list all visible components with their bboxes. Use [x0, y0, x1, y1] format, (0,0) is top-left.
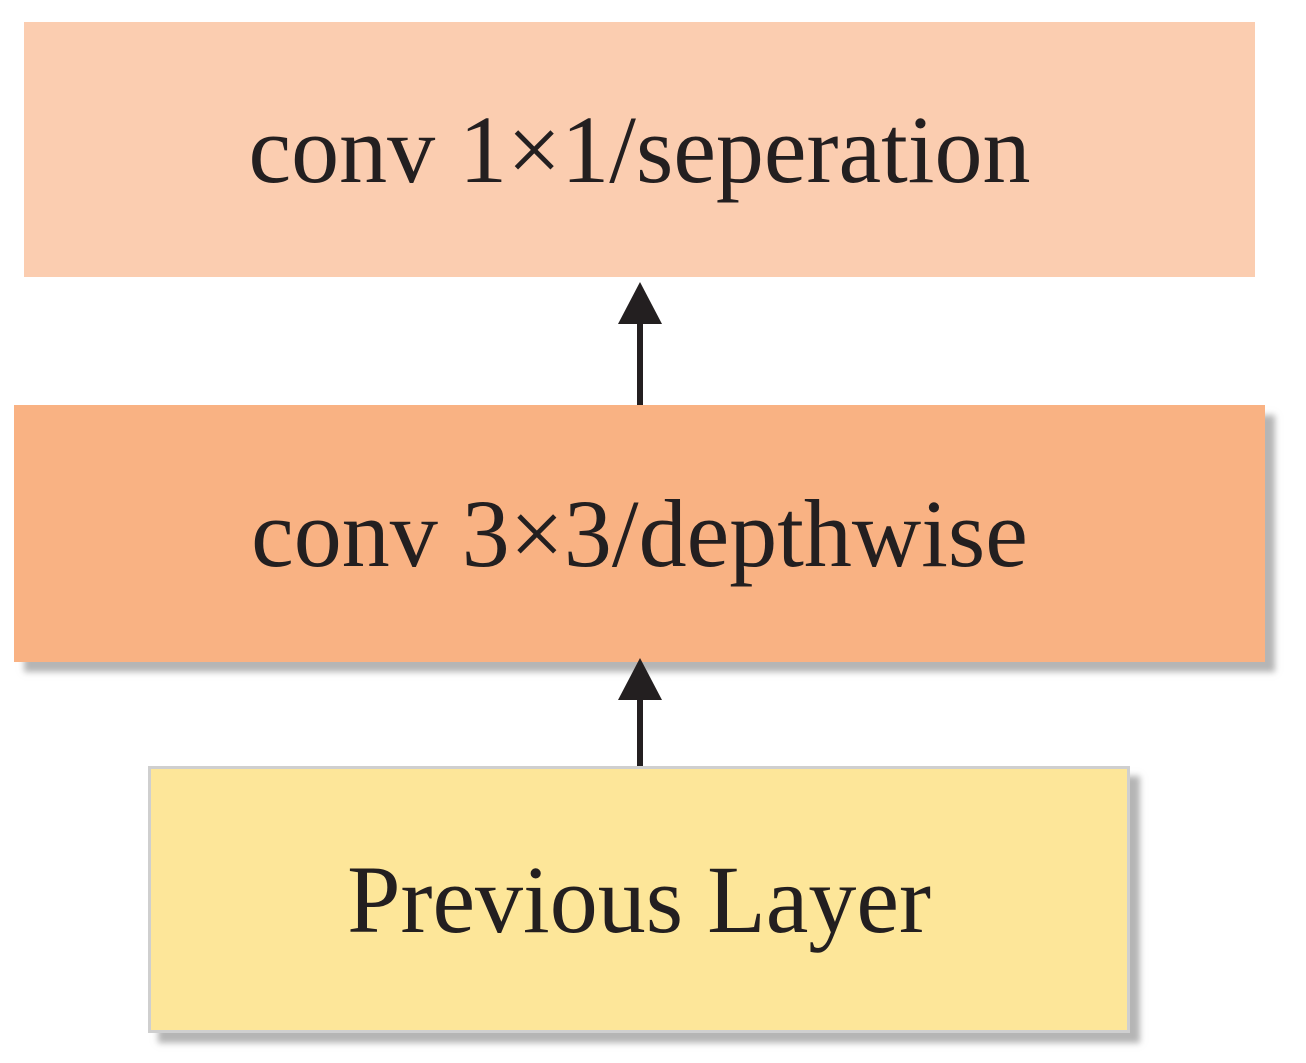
arrow-previous-to-depthwise-head: [618, 658, 662, 700]
previous-layer-label: Previous Layer: [347, 846, 931, 953]
conv-1x1-separation-label: conv 1×1/seperation: [248, 96, 1031, 203]
conv-3x3-depthwise-block: conv 3×3/depthwise: [14, 405, 1265, 662]
previous-layer-block: Previous Layer: [148, 766, 1130, 1033]
conv-1x1-separation-block: conv 1×1/seperation: [24, 22, 1255, 277]
conv-3x3-depthwise-label: conv 3×3/depthwise: [251, 480, 1028, 587]
arrow-depthwise-to-separation-head: [618, 282, 662, 324]
